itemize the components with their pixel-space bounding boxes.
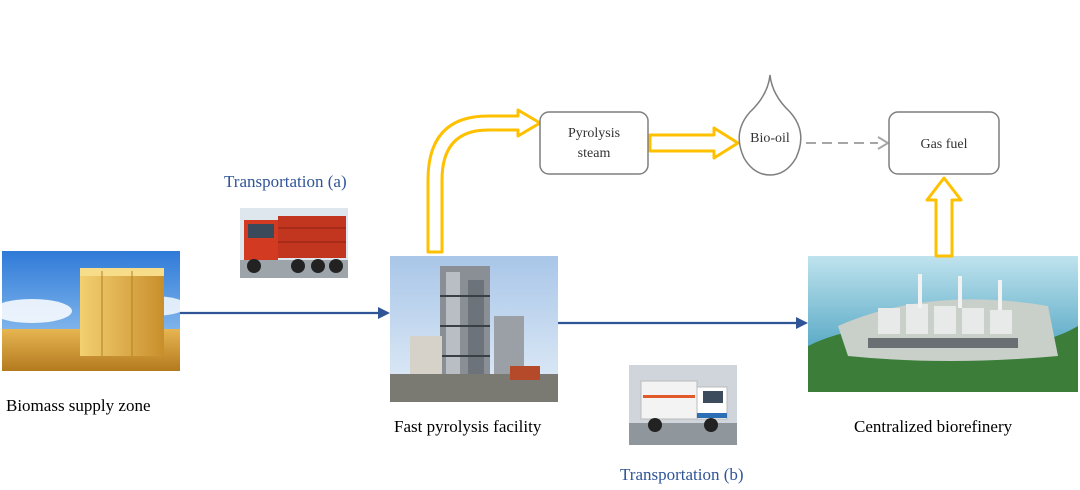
product-arrow-biorefinery-to-gasfuel xyxy=(925,176,963,258)
biomass-supply-zone-label: Biomass supply zone xyxy=(6,396,151,415)
transportation-b-label: Transportation (b) xyxy=(620,465,744,484)
pyrolysis-facility-photo xyxy=(390,256,558,402)
arrow-head-icon xyxy=(378,307,390,319)
bio-oil-label: Bio-oil xyxy=(750,131,790,146)
pyrolysis-steam-label-line1: Pyrolysis xyxy=(568,126,620,141)
red-truck-photo xyxy=(240,208,348,278)
pyrolysis-steam-node xyxy=(539,111,649,175)
biomass-hay-bale-photo xyxy=(2,251,180,371)
gas-fuel-label: Gas fuel xyxy=(920,137,967,152)
biorefinery-aerial-photo xyxy=(808,256,1078,392)
centralized-biorefinery-label: Centralized biorefinery xyxy=(854,417,1013,436)
product-arrow-steam-to-biooil xyxy=(648,126,740,160)
bio-oil-droplet-node xyxy=(738,74,802,176)
fast-pyrolysis-facility-label: Fast pyrolysis facility xyxy=(394,417,542,436)
arrow-head-icon xyxy=(877,136,890,150)
gas-fuel-node xyxy=(888,111,1000,175)
product-arrow-facility-to-steam xyxy=(426,108,542,254)
arrow-head-icon xyxy=(796,317,808,329)
pyrolysis-steam-label-line2: steam xyxy=(578,146,611,161)
transportation-a-label: Transportation (a) xyxy=(224,172,347,191)
white-truck-photo xyxy=(629,365,737,445)
